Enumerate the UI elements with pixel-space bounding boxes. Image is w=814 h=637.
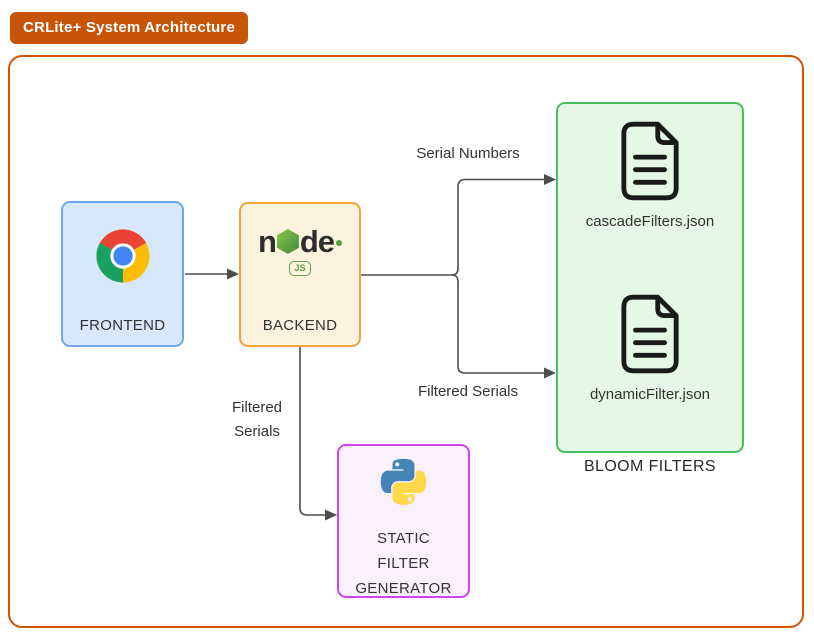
edge-label-filtered-line1: Filtered xyxy=(231,399,283,416)
chrome-logo-icon xyxy=(94,227,152,290)
node-generator-label: STATIC FILTER GENERATOR xyxy=(355,526,451,601)
title-badge: CRLite+ System Architecture xyxy=(10,12,248,44)
edge-label-serial-numbers: Serial Numbers xyxy=(416,145,520,162)
edge-label-filtered-serials-down: Filtered Serials xyxy=(211,396,303,444)
node-static-filter-generator[interactable]: STATIC FILTER GENERATOR xyxy=(337,444,470,598)
file-name-dynamic: dynamicFilter.json xyxy=(589,386,711,403)
node-frontend-label: FRONTEND xyxy=(79,317,166,334)
nodejs-hexagon-icon xyxy=(276,229,299,254)
nodejs-wordmark-right: de xyxy=(299,224,335,259)
edge-label-filtered-line2: Serials xyxy=(234,423,280,440)
node-backend[interactable]: n de JS BACKEND xyxy=(239,202,361,347)
nodejs-dot xyxy=(336,239,343,246)
document-icon xyxy=(619,120,681,207)
generator-label-line3: GENERATOR xyxy=(355,580,452,597)
file-dynamic-filter: dynamicFilter.json xyxy=(558,293,742,403)
generator-label-line2: FILTER xyxy=(377,555,430,572)
node-bloom-filters[interactable]: cascadeFilters.json dynamicFilter.json xyxy=(556,102,744,453)
file-cascade-filters: cascadeFilters.json xyxy=(558,120,742,230)
node-backend-label: BACKEND xyxy=(262,317,338,334)
nodejs-logo-icon: n de xyxy=(257,224,343,259)
nodejs-wordmark-left: n xyxy=(257,224,277,259)
generator-label-line1: STATIC xyxy=(377,530,430,547)
file-name-cascade: cascadeFilters.json xyxy=(585,213,715,230)
node-frontend[interactable]: FRONTEND xyxy=(61,201,184,347)
edge-label-filtered-serials-right: Filtered Serials xyxy=(417,383,519,400)
document-icon xyxy=(619,293,681,380)
python-logo-icon xyxy=(375,458,432,520)
nodejs-js-badge: JS xyxy=(289,261,311,276)
bloom-filters-caption: BLOOM FILTERS xyxy=(583,458,717,475)
